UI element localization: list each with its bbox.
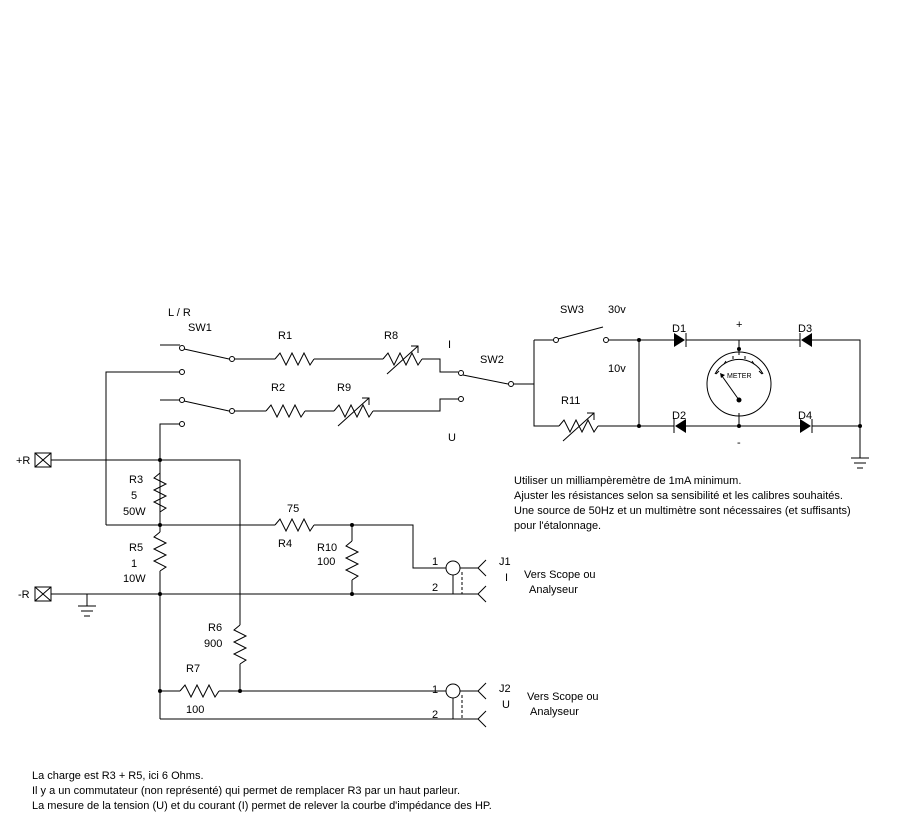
- r10-label: R10: [317, 542, 337, 554]
- d1-label: D1: [672, 323, 686, 335]
- d4-label: D4: [798, 410, 812, 422]
- minus-r-label: -R: [18, 589, 30, 601]
- resistor-r4: [274, 517, 315, 533]
- sw2-i-label: I: [448, 339, 451, 351]
- d3-label: D3: [798, 323, 812, 335]
- sw1-lr-label: L / R: [168, 307, 191, 319]
- sw3-label: SW3: [560, 304, 584, 316]
- diode-d3: [799, 333, 812, 347]
- resistor-r5: [152, 531, 168, 572]
- j1-dest-line1: Vers Scope ou: [524, 569, 596, 581]
- j2-sub-label: U: [502, 699, 510, 711]
- resistor-r1: [274, 351, 315, 367]
- j1-pin2: 2: [432, 582, 438, 594]
- r3-value: 5: [131, 490, 137, 502]
- j1-sub-label: I: [505, 572, 508, 584]
- j2-label: J2: [499, 683, 511, 695]
- sw2-label: SW2: [480, 354, 504, 366]
- r2-label: R2: [271, 382, 285, 394]
- r6-label: R6: [208, 622, 222, 634]
- ground-symbol-right: [851, 457, 869, 469]
- switch-sw3: [553, 326, 609, 343]
- terminal-plus-r[interactable]: [34, 452, 52, 468]
- plus-r-label: +R: [16, 455, 30, 467]
- sw2-u-label: U: [448, 432, 456, 444]
- resistor-r6: [232, 624, 248, 665]
- d2-label: D2: [672, 410, 686, 422]
- terminal-minus-r[interactable]: [34, 586, 52, 602]
- r7-label: R7: [186, 663, 200, 675]
- note-bottom-line: La mesure de la tension (U) et du couran…: [32, 800, 492, 812]
- resistor-r10: [344, 540, 360, 581]
- resistor-r2: [265, 403, 306, 419]
- r5-value: 1: [131, 558, 137, 570]
- j2-pin2: 2: [432, 709, 438, 721]
- r4-label: R4: [278, 538, 292, 550]
- r10-value: 100: [317, 556, 335, 568]
- note-bottom-line: Il y a un commutateur (non représenté) q…: [32, 785, 461, 797]
- j2-dest-line1: Vers Scope ou: [527, 691, 599, 703]
- resistor-r7: [179, 683, 220, 699]
- connector-j2[interactable]: [445, 682, 487, 728]
- note-right-line: Utiliser un milliampèremètre de 1mA mini…: [514, 475, 742, 487]
- notes-right: Utiliser un milliampèremètre de 1mA mini…: [514, 474, 851, 534]
- resistor-r9: [333, 397, 374, 427]
- r4-value: 75: [287, 503, 299, 515]
- meter-label: METER: [727, 373, 752, 380]
- sw1-label: SW1: [188, 322, 212, 334]
- j1-dest-line2: Analyseur: [529, 584, 578, 596]
- r9-label: R9: [337, 382, 351, 394]
- r3-label: R3: [129, 474, 143, 486]
- notes-bottom: La charge est R3 + R5, ici 6 Ohms. Il y …: [32, 769, 492, 814]
- switch-sw2: [458, 370, 514, 402]
- meter-icon: [706, 351, 772, 417]
- connector-j1[interactable]: [445, 559, 487, 603]
- j2-dest-line2: Analyseur: [530, 706, 579, 718]
- r5-label: R5: [129, 542, 143, 554]
- resistor-r3: [152, 472, 168, 513]
- ground-symbol-left: [78, 605, 96, 617]
- resistor-r11: [558, 412, 599, 442]
- r8-label: R8: [384, 330, 398, 342]
- diode-d2: [673, 419, 686, 433]
- r1-label: R1: [278, 330, 292, 342]
- resistor-r8: [382, 345, 423, 375]
- meter-plus-label: +: [736, 319, 742, 331]
- switch-sw1: [160, 344, 235, 427]
- sw3-30v-label: 30v: [608, 304, 626, 316]
- note-right-line: Une source de 50Hz et un multimètre sont…: [514, 505, 851, 517]
- sw3-10v-label: 10v: [608, 363, 626, 375]
- meter-minus-label: -: [737, 437, 741, 449]
- diode-d1: [674, 333, 687, 347]
- note-right-line: pour l'étalonnage.: [514, 520, 602, 532]
- note-bottom-line: La charge est R3 + R5, ici 6 Ohms.: [32, 770, 204, 782]
- j2-pin1: 1: [432, 684, 438, 696]
- r6-value: 900: [204, 638, 222, 650]
- r11-label: R11: [561, 395, 580, 407]
- r7-value: 100: [186, 704, 204, 716]
- r5-power: 10W: [123, 573, 146, 585]
- r3-power: 50W: [123, 506, 146, 518]
- j1-label: J1: [499, 556, 511, 568]
- j1-pin1: 1: [432, 556, 438, 568]
- note-right-line: Ajuster les résistances selon sa sensibi…: [514, 490, 843, 502]
